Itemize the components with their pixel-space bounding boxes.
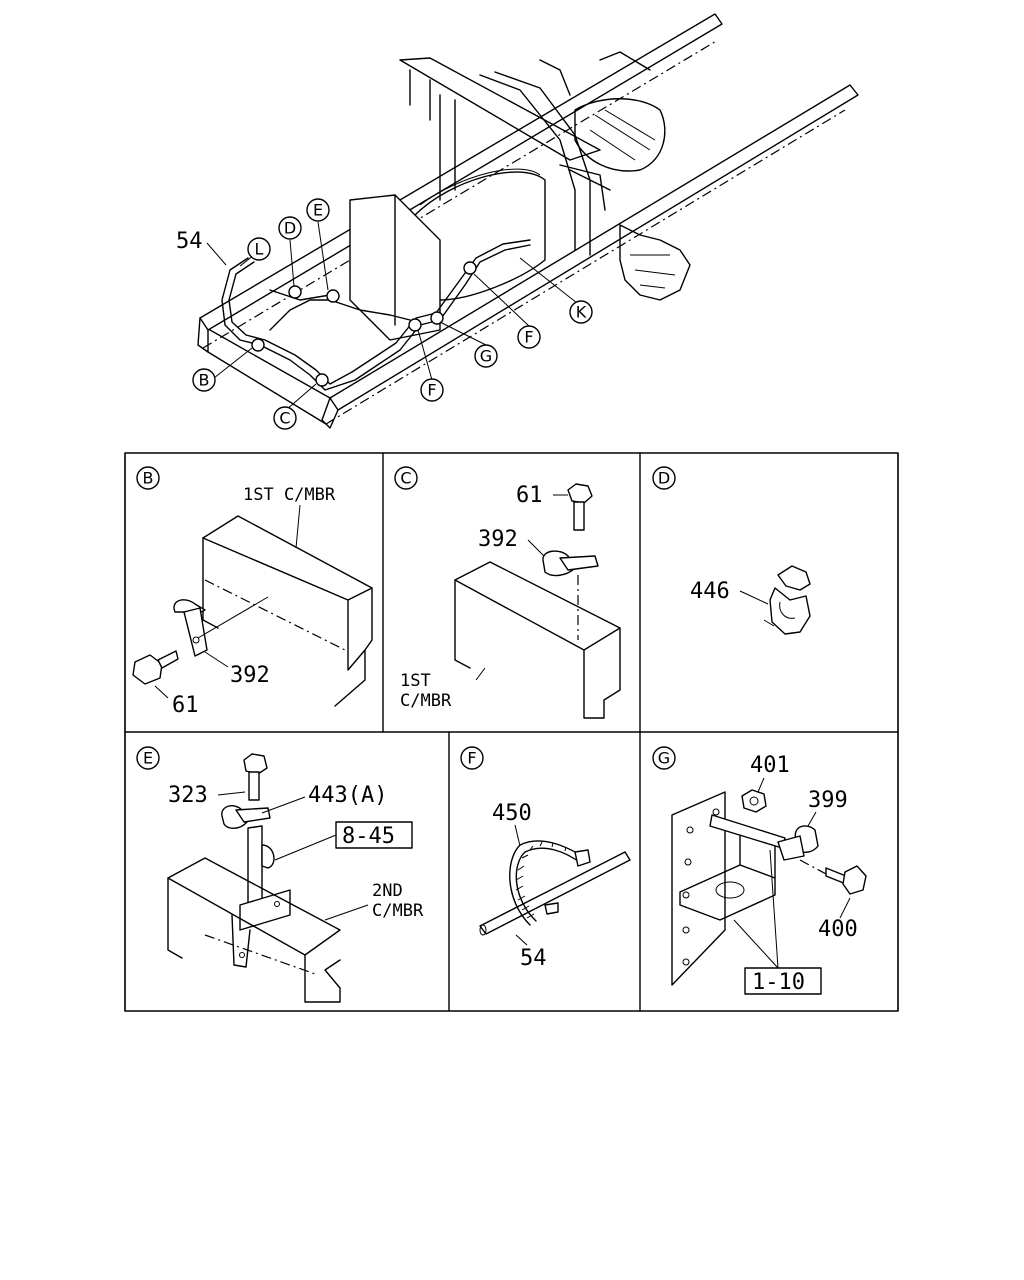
detail-e-letter: E <box>143 749 153 768</box>
svg-text:G: G <box>480 347 492 366</box>
svg-text:F: F <box>427 381 436 400</box>
svg-text:E: E <box>313 201 323 220</box>
detail-b-letter: B <box>143 469 154 488</box>
detail-d-clip-label: 446 <box>690 579 730 604</box>
detail-b-frame-label: 1ST C/MBR <box>243 485 336 505</box>
detail-c: C 61 392 1ST C/MBR <box>394 466 621 719</box>
svg-text:F: F <box>524 328 533 347</box>
detail-g: G 401 399 400 1-10 <box>652 746 867 995</box>
callout-d: D <box>278 216 302 240</box>
callout-b: B <box>192 368 216 392</box>
detail-f-band-label: 450 <box>492 801 532 826</box>
svg-text:L: L <box>255 240 264 259</box>
detail-e-clip-label: 443(A) <box>308 783 387 808</box>
detail-f-letter: F <box>467 749 476 768</box>
detail-g-bolt-label: 400 <box>818 917 858 942</box>
chassis-overview: L D E B C F G F K 54 <box>176 13 859 430</box>
svg-text:C: C <box>279 409 290 428</box>
detail-c-clip-label: 392 <box>478 527 518 552</box>
callout-g: G <box>474 344 498 368</box>
callout-k: K <box>569 300 593 324</box>
svg-text:K: K <box>576 303 587 322</box>
part-label-54: 54 <box>176 229 203 254</box>
detail-d: D 446 <box>652 466 811 635</box>
svg-text:D: D <box>284 219 296 238</box>
callout-c: C <box>273 406 297 430</box>
detail-g-ref-box: 1-10 <box>752 970 805 995</box>
detail-b: B 1ST C/MBR 392 61 <box>132 466 373 718</box>
callout-f-right: F <box>517 325 541 349</box>
detail-e-ref-box: 8-45 <box>342 824 395 849</box>
detail-e-frame-line2: C/MBR <box>372 901 424 921</box>
detail-b-bolt-label: 61 <box>172 693 199 718</box>
detail-grid <box>124 452 899 1012</box>
detail-d-letter: D <box>658 469 670 488</box>
detail-g-nut-label: 401 <box>750 753 790 778</box>
callout-e: E <box>306 198 330 222</box>
detail-e: E 323 443(A) 8-45 2ND C/MBR <box>136 746 424 1003</box>
detail-c-bolt-label: 61 <box>516 483 543 508</box>
detail-c-frame-line1: 1ST <box>400 671 431 691</box>
callout-f-left: F <box>420 378 444 402</box>
detail-e-frame-line1: 2ND <box>372 881 403 901</box>
detail-b-clip-label: 392 <box>230 663 270 688</box>
detail-c-letter: C <box>400 469 411 488</box>
detail-f-pipe-label: 54 <box>520 946 547 971</box>
svg-text:B: B <box>199 371 210 390</box>
detail-c-frame-line2: C/MBR <box>400 691 452 711</box>
callout-l: L <box>247 237 271 261</box>
detail-g-letter: G <box>658 749 670 768</box>
detail-f: F 450 54 <box>460 746 631 971</box>
detail-g-clip-label: 399 <box>808 788 848 813</box>
detail-e-bolt-label: 323 <box>168 783 208 808</box>
